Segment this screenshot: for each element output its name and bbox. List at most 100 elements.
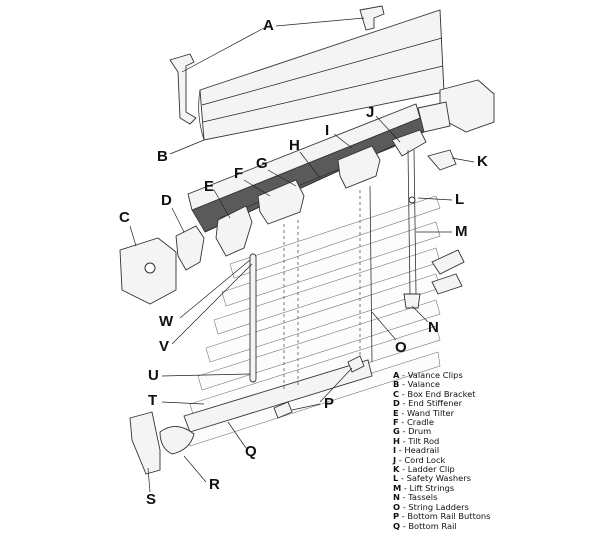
legend-label: Box End Bracket bbox=[407, 388, 476, 399]
legend-label: Cord Lock bbox=[404, 454, 446, 465]
wand-drawing bbox=[249, 253, 257, 383]
legend-key: B bbox=[393, 379, 400, 390]
callout-w: W bbox=[159, 313, 174, 330]
legend-label: Bottom Rail bbox=[408, 520, 457, 531]
legend-item: J - Cord Lock bbox=[393, 454, 598, 465]
callout-t: T bbox=[148, 392, 158, 409]
legend-separator: - bbox=[399, 435, 409, 446]
legend-item: I - Headrail bbox=[393, 446, 598, 455]
callout-q: Q bbox=[245, 443, 257, 460]
legend-key: D bbox=[393, 398, 400, 409]
pull-cord-drawing bbox=[403, 149, 421, 309]
legend-item: C - Box End Bracket bbox=[393, 388, 598, 399]
legend-separator: - bbox=[399, 426, 409, 437]
callout-b: B bbox=[157, 148, 168, 165]
legend-separator: - bbox=[396, 454, 405, 465]
legend-label: Ladder Clip bbox=[407, 464, 455, 475]
legend-key: F bbox=[393, 417, 399, 428]
legend-item: K - Ladder Clip bbox=[393, 464, 598, 475]
legend-label: Headrail bbox=[404, 445, 440, 456]
tilt-rod-drawing bbox=[219, 139, 411, 219]
legend-separator: - bbox=[396, 445, 405, 456]
legend-separator: - bbox=[399, 398, 409, 409]
callout-p: P bbox=[324, 395, 335, 412]
callout-n: N bbox=[428, 319, 439, 336]
hold-down-drawing bbox=[431, 249, 465, 295]
legend-label: Valance bbox=[407, 379, 441, 390]
legend-item: F - Cradle bbox=[393, 417, 598, 428]
callout-a: A bbox=[263, 17, 274, 34]
valance-drawing bbox=[198, 9, 445, 141]
callout-g: G bbox=[256, 155, 268, 172]
legend-key: I bbox=[393, 445, 397, 456]
legend-key: P bbox=[393, 511, 400, 522]
cradles-drawing bbox=[257, 129, 427, 225]
ladder-strings-drawing bbox=[283, 185, 373, 392]
legend-item: N - Tassels bbox=[393, 493, 598, 502]
legend-item: E - Wand Tilter bbox=[393, 407, 598, 418]
leader-lines bbox=[129, 17, 475, 493]
callout-s: S bbox=[146, 491, 157, 508]
legend-separator: - bbox=[399, 492, 409, 503]
callout-c: C bbox=[119, 209, 130, 226]
legend-label: Lift Strings bbox=[409, 482, 455, 493]
legend-key: M bbox=[393, 482, 402, 493]
callout-o: O bbox=[395, 339, 407, 356]
legend-item: B - Valance bbox=[393, 380, 598, 389]
callout-i: I bbox=[325, 122, 330, 139]
legend-separator: - bbox=[398, 407, 407, 418]
legend-separator: - bbox=[399, 379, 408, 390]
legend-separator: - bbox=[400, 520, 409, 531]
legend-key: L bbox=[393, 473, 399, 484]
legend-key: N bbox=[393, 492, 400, 503]
callout-h: H bbox=[289, 137, 300, 154]
callout-u: U bbox=[148, 367, 159, 384]
legend-item: L - Safety Washers bbox=[393, 474, 598, 483]
bottom-rail-drawing bbox=[183, 359, 373, 433]
legend-label: End Stiffener bbox=[408, 398, 462, 409]
legend-separator: - bbox=[398, 417, 407, 428]
callout-f: F bbox=[234, 165, 244, 182]
legend-separator: - bbox=[398, 473, 407, 484]
legend-item: P - Bottom Rail Buttons bbox=[393, 511, 598, 522]
legend-item: A - Valance Clips bbox=[393, 370, 598, 380]
callout-d: D bbox=[161, 192, 172, 209]
hold-down-bracket-drawing bbox=[129, 411, 195, 475]
legend-label: Wand Tilter bbox=[406, 407, 455, 418]
callout-m: M bbox=[455, 223, 468, 240]
legend-key: H bbox=[393, 435, 400, 446]
callout-v: V bbox=[159, 338, 170, 355]
legend-key: G bbox=[393, 426, 400, 437]
legend-key: E bbox=[393, 407, 399, 418]
slats-drawing bbox=[185, 195, 441, 447]
callout-r: R bbox=[209, 476, 220, 493]
legend-label: Safety Washers bbox=[406, 473, 471, 484]
legend-key: C bbox=[393, 388, 400, 399]
legend-separator: - bbox=[399, 464, 408, 475]
legend-item: D - End Stiffener bbox=[393, 399, 598, 408]
legend-label: String Ladders bbox=[408, 501, 469, 512]
legend-label: Tilt Rod bbox=[408, 435, 440, 446]
legend-item: H - Tilt Rod bbox=[393, 435, 598, 446]
legend-key: Q bbox=[393, 520, 401, 531]
legend-separator: - bbox=[401, 482, 410, 493]
legend-item: O - String Ladders bbox=[393, 501, 598, 512]
legend-item: G - Drum bbox=[393, 427, 598, 436]
valance-clips-drawing bbox=[169, 5, 385, 125]
legend-separator: - bbox=[399, 370, 408, 380]
legend-separator: - bbox=[400, 501, 409, 512]
legend-label: Bottom Rail Buttons bbox=[407, 511, 491, 522]
wand-tilter-drawing bbox=[215, 205, 253, 257]
legend-key: O bbox=[393, 501, 401, 512]
callout-j: J bbox=[366, 104, 375, 121]
legend-label: Tassels bbox=[408, 492, 438, 503]
legend-separator: - bbox=[399, 511, 408, 522]
legend-label: Cradle bbox=[406, 417, 434, 428]
callout-k: K bbox=[477, 153, 488, 170]
legend-item: Q - Bottom Rail bbox=[393, 520, 598, 531]
legend-label: Drum bbox=[408, 426, 432, 437]
legend-label: Valance Clips bbox=[407, 370, 463, 380]
right-bracket-drawing bbox=[417, 79, 495, 171]
legend-separator: - bbox=[399, 388, 408, 399]
